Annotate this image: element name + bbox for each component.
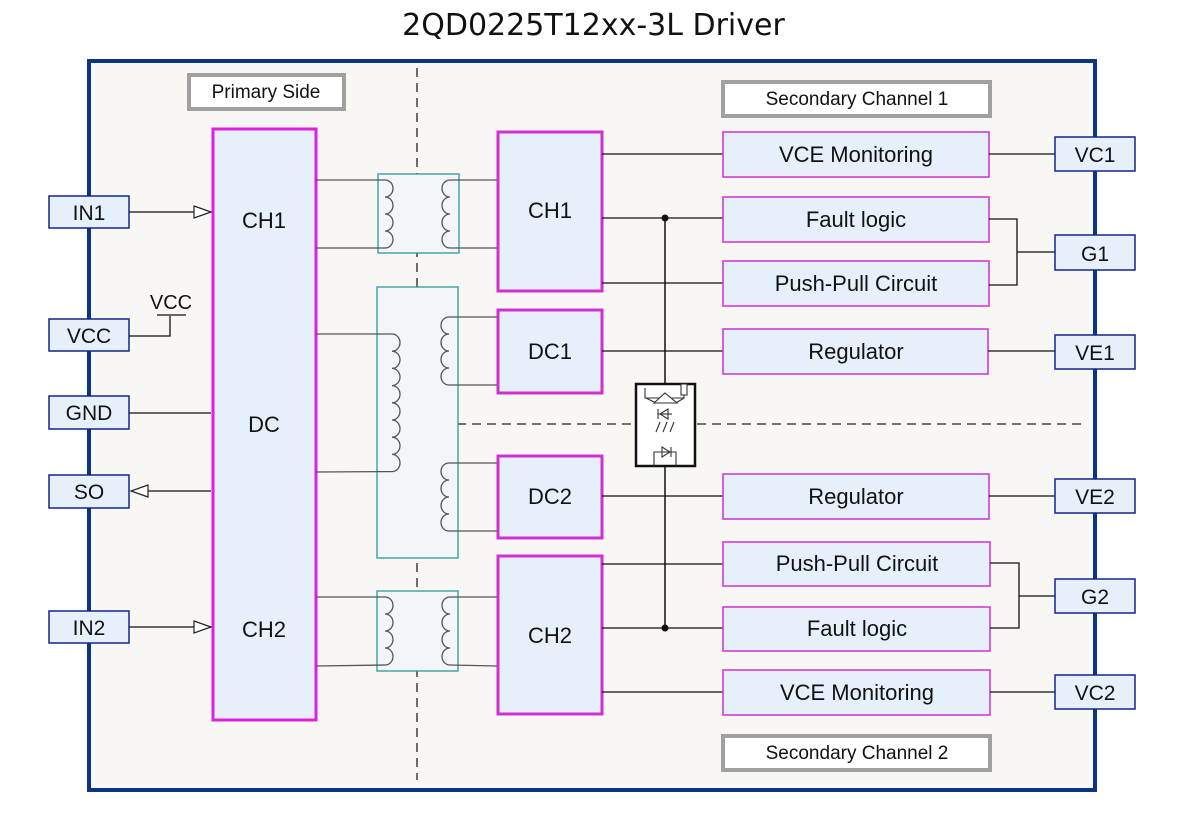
ch1-vce-monitoring-block: VCE Monitoring [722,131,990,178]
svg-text:VE1: VE1 [1075,342,1115,365]
pin-ve2[interactable]: VE2 [1054,478,1136,514]
svg-text:IN2: IN2 [73,617,106,640]
svg-text:DC2: DC2 [528,484,572,509]
ch1-fault-junction [661,214,669,222]
svg-text:VCE Monitoring: VCE Monitoring [779,142,933,167]
primary-ch1-label: CH1 [242,208,286,233]
ch2-vce-monitoring-block: VCE Monitoring [722,669,991,716]
svg-text:CH2: CH2 [528,623,572,648]
svg-text:G1: G1 [1081,243,1109,266]
secondary-ch2-block: CH2 [496,554,604,716]
diagram-title: 2QD0225T12xx-3L Driver [402,8,785,43]
ch2-push-pull-block: Push-Pull Circuit [722,541,991,587]
secondary-ch1-block: CH1 [496,130,604,293]
transformer-coil-icon [315,596,498,667]
pin-ve1[interactable]: VE1 [1054,334,1136,370]
primary-logic-block [211,127,318,722]
secondary-dc1-block: DC1 [496,308,604,395]
svg-text:Regulator: Regulator [808,339,903,364]
ch2-fault-logic-block: Fault logic [722,606,991,652]
svg-text:IN1: IN1 [73,202,106,225]
transformer-dc [315,286,497,559]
svg-text:Push-Pull Circuit: Push-Pull Circuit [775,271,938,296]
ch1-push-pull-block: Push-Pull Circuit [722,260,990,307]
pin-g1[interactable]: G1 [1054,234,1136,271]
transformer-ch1 [316,173,497,254]
svg-text:Regulator: Regulator [808,484,903,509]
svg-text:SO: SO [74,481,104,504]
svg-text:Fault logic: Fault logic [807,616,907,641]
primary-side-label: Primary Side [187,73,346,111]
optocoupler [634,218,697,628]
secondary-channel-1-label: Secondary Channel 1 [721,80,992,118]
secondary-channel-2-label: Secondary Channel 2 [721,734,992,772]
secondary-dc2-block: DC2 [496,454,604,540]
ch1-regulator-block: Regulator [722,328,989,375]
ch2-fault-junction [661,624,669,632]
svg-text:DC1: DC1 [528,339,572,364]
pin-vc1[interactable]: VC1 [1054,136,1136,172]
transformer-coil-icon [315,316,497,532]
pin-in1[interactable]: IN1 [48,195,130,229]
transformer-ch2 [315,590,498,672]
svg-text:VE2: VE2 [1075,486,1115,509]
ch1-fault-logic-block: Fault logic [722,196,990,243]
pin-vcc[interactable]: VCC [48,318,130,352]
svg-text:VC1: VC1 [1075,144,1116,167]
svg-text:G2: G2 [1081,586,1109,609]
svg-text:Primary Side: Primary Side [212,82,321,103]
pin-gnd[interactable]: GND [48,395,130,430]
primary-ch2-label: CH2 [242,617,286,642]
svg-text:Secondary Channel 2: Secondary Channel 2 [766,743,949,764]
svg-text:VCE Monitoring: VCE Monitoring [780,680,934,705]
svg-text:Secondary Channel 1: Secondary Channel 1 [766,89,949,110]
pin-vc2[interactable]: VC2 [1054,674,1136,710]
svg-text:Fault logic: Fault logic [806,207,906,232]
pin-so[interactable]: SO [48,474,130,509]
primary-dc-label: DC [248,412,280,437]
pin-in2[interactable]: IN2 [48,610,130,644]
vcc-supply-label: VCC [150,292,192,314]
svg-text:CH1: CH1 [528,198,572,223]
svg-text:VCC: VCC [67,325,111,348]
pin-g2[interactable]: G2 [1054,578,1136,614]
svg-text:Push-Pull Circuit: Push-Pull Circuit [776,551,939,576]
transformer-coil-icon [316,179,497,249]
svg-text:GND: GND [66,402,113,425]
svg-text:VC2: VC2 [1075,682,1116,705]
ch2-regulator-block: Regulator [722,473,990,520]
optocoupler-icon [644,383,688,466]
vcc-supply-line [129,316,171,337]
